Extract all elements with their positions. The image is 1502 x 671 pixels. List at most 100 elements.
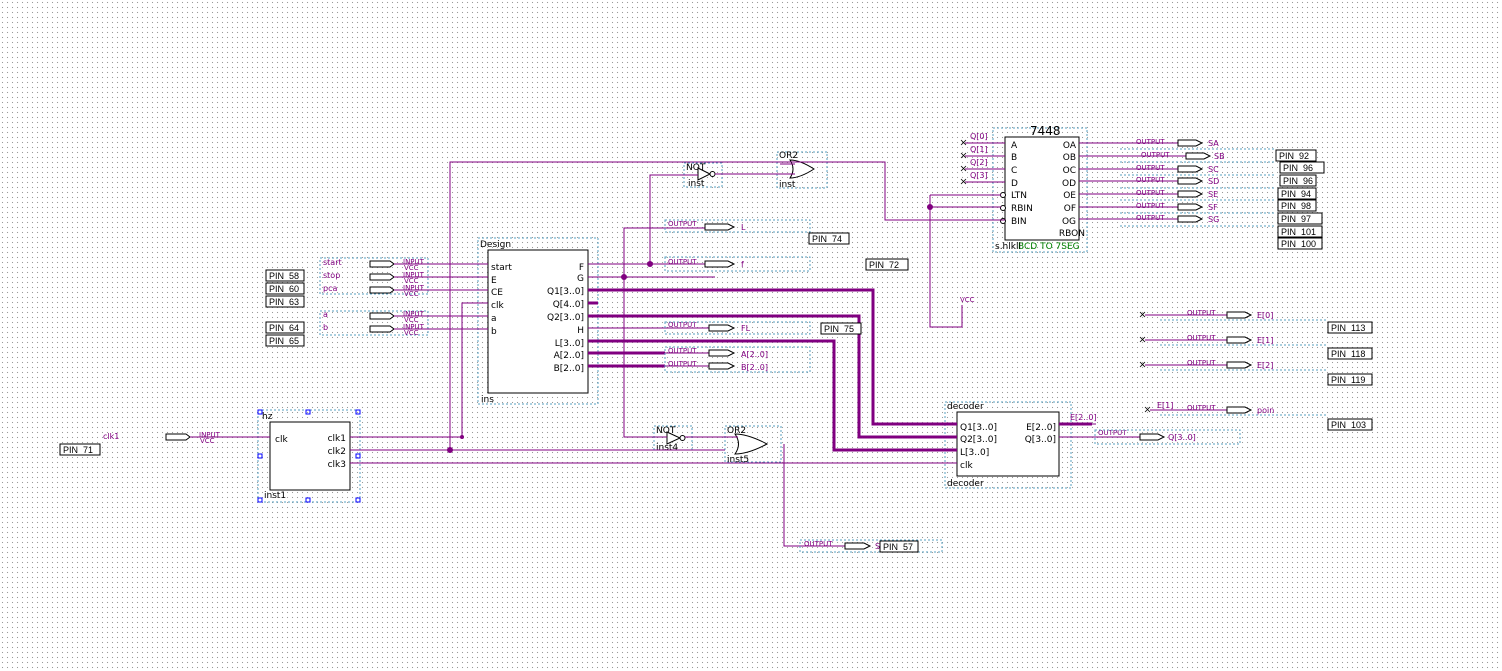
pin-60: PIN_60 [269, 284, 299, 294]
decoder-instance: decoder [947, 479, 984, 489]
pin-58: PIN_58 [269, 271, 299, 281]
seg-SF-name: SF [1208, 203, 1218, 212]
chip-net-Q0: Q[0] [970, 132, 988, 141]
or-gate-2-label: OR2 [727, 426, 746, 436]
pin-119: PIN_119 [1331, 375, 1365, 385]
design-port-Q: Q[4..0] [553, 300, 584, 310]
design-port-b: b [491, 327, 497, 337]
pin-74: PIN_74 [812, 234, 842, 244]
chip-port-OE: OE [1063, 191, 1076, 201]
seg-SB-name: SB [1214, 152, 1225, 161]
out-L-type: OUTPUT [668, 220, 697, 228]
vcc-label: VCC [960, 296, 975, 304]
out-S-name: S [875, 542, 880, 551]
seg-SE-name: SE [1208, 190, 1218, 199]
design-port-CE: CE [491, 288, 503, 298]
pin-63: PIN_63 [269, 297, 299, 307]
pin-72: PIN_72 [869, 260, 899, 270]
chip-port-A: A [1011, 141, 1018, 151]
decoder-port-E: E[2..0] [1026, 423, 1056, 433]
input-pins[interactable]: start stop pca a b clk1 INPUT VCC INPUT … [59, 257, 429, 456]
hz-block[interactable]: hz inst1 clk clk1 clk2 clk3 [257, 409, 361, 503]
out-f-type: OUTPUT [668, 258, 697, 266]
design-instance: ins [481, 395, 494, 405]
chip-7448-block[interactable]: 7448 BCD TO 7SEG s.hlkll A B C D LTN RBI… [960, 124, 1088, 253]
pin-118: PIN_118 [1331, 349, 1365, 359]
pin-98: PIN_98 [1281, 201, 1311, 211]
pin-100: PIN_100 [1281, 239, 1316, 249]
input-stop-name: stop [323, 271, 340, 280]
pin-65: PIN_65 [269, 336, 299, 346]
chip-port-LTN: LTN [1011, 191, 1027, 201]
chip-port-OB: OB [1063, 153, 1076, 163]
design-title: Design [480, 240, 511, 250]
seg-SA-name: SA [1208, 139, 1219, 148]
input-start-default: VCC [404, 264, 419, 272]
pin-64: PIN_64 [269, 323, 299, 333]
or-gate-2[interactable]: OR2 inst5 [724, 425, 782, 465]
middle-outputs[interactable]: OUTPUT OUTPUT OUTPUT OUTPUT OUTPUT OUTPU… [664, 219, 1241, 553]
seg-f-type: OUTPUT [1136, 202, 1165, 210]
design-port-E: E [491, 276, 497, 286]
poin-net: E[1] [1157, 401, 1173, 410]
out-Q-type: OUTPUT [1098, 429, 1127, 437]
out-A-name: A[2..0] [741, 350, 768, 359]
out-Q-name: Q[3..0] [1168, 433, 1196, 442]
pin-75: PIN_75 [824, 324, 854, 334]
design-block[interactable]: Design ins start E CE clk a b F G Q1[3..… [477, 237, 599, 405]
input-clk1-name: clk1 [103, 432, 119, 441]
chip-port-D: D [1011, 179, 1018, 189]
chip-net-Q3: Q[3] [970, 171, 988, 180]
input-a-type: INPUT [403, 310, 425, 318]
input-a-name: a [323, 310, 328, 319]
not-gate-2[interactable]: NOT inst4 [653, 425, 693, 453]
not-gate-2-label: NOT [656, 426, 676, 436]
pin-57: PIN_57 [883, 542, 913, 552]
poin-type: OUTPUT [1187, 404, 1216, 412]
out-A-type: OUTPUT [668, 347, 697, 355]
seg-g-type: OUTPUT [1136, 214, 1165, 222]
design-port-L: L[3..0] [555, 339, 584, 349]
e1-name: E[1] [1257, 336, 1273, 345]
design-port-start: start [491, 263, 512, 273]
chip-7448-instance: s.hlkll [995, 242, 1021, 252]
wires [190, 142, 1227, 547]
e-outputs[interactable]: OUTPUT OUTPUT OUTPUT OUTPUT E[1] E[0] E[… [1139, 309, 1373, 431]
pin-113: PIN_113 [1331, 323, 1365, 333]
pin-96a: PIN_96 [1283, 163, 1313, 173]
decoder-port-L: L[3..0] [960, 448, 989, 458]
chip-7448-title: 7448 [1030, 124, 1061, 138]
chip-port-OC: OC [1063, 166, 1076, 176]
pin-92: PIN_92 [1279, 151, 1309, 161]
input-stop-type: INPUT [403, 271, 425, 279]
input-a-default: VCC [404, 316, 419, 324]
pin-103: PIN_103 [1331, 420, 1366, 430]
out-L-name: L [741, 223, 746, 232]
not-gate-1-instance: inst [688, 179, 705, 189]
chip-port-OD: OD [1062, 179, 1076, 189]
pin-97: PIN_97 [1281, 214, 1311, 224]
decoder-block[interactable]: decoder decoder Q1[3..0] Q2[3..0] L[3..0… [944, 401, 1072, 489]
e1-type: OUTPUT [1187, 334, 1216, 342]
decoder-port-Q: Q[3..0] [1025, 435, 1056, 445]
chip-port-OF: OF [1064, 204, 1076, 214]
seg-SD-name: SD [1208, 177, 1219, 186]
design-port-A: A[2..0] [554, 351, 584, 361]
e0-type: OUTPUT [1187, 309, 1216, 317]
input-pca-default: VCC [404, 290, 419, 298]
poin-name: poin [1257, 406, 1274, 415]
pin-94: PIN_94 [1281, 189, 1311, 199]
or-gate-1[interactable]: OR2 inst [776, 151, 828, 190]
not-gate-2-instance: inst4 [656, 443, 678, 453]
not-gate-1[interactable]: NOT inst [683, 162, 723, 189]
out-S-type: OUTPUT [804, 540, 833, 548]
segment-outputs[interactable]: OUTPUT OUTPUT OUTPUT OUTPUT OUTPUT OUTPU… [1120, 138, 1325, 250]
input-stop-default: VCC [404, 277, 419, 285]
decoder-port-clk: clk [960, 461, 973, 471]
chip-port-C: C [1011, 166, 1017, 176]
chip-port-OA: OA [1063, 141, 1077, 151]
or-gate-1-label: OR2 [779, 151, 798, 161]
decoder-port-Q1: Q1[3..0] [960, 423, 997, 433]
seg-b-type: OUTPUT [1141, 151, 1170, 159]
